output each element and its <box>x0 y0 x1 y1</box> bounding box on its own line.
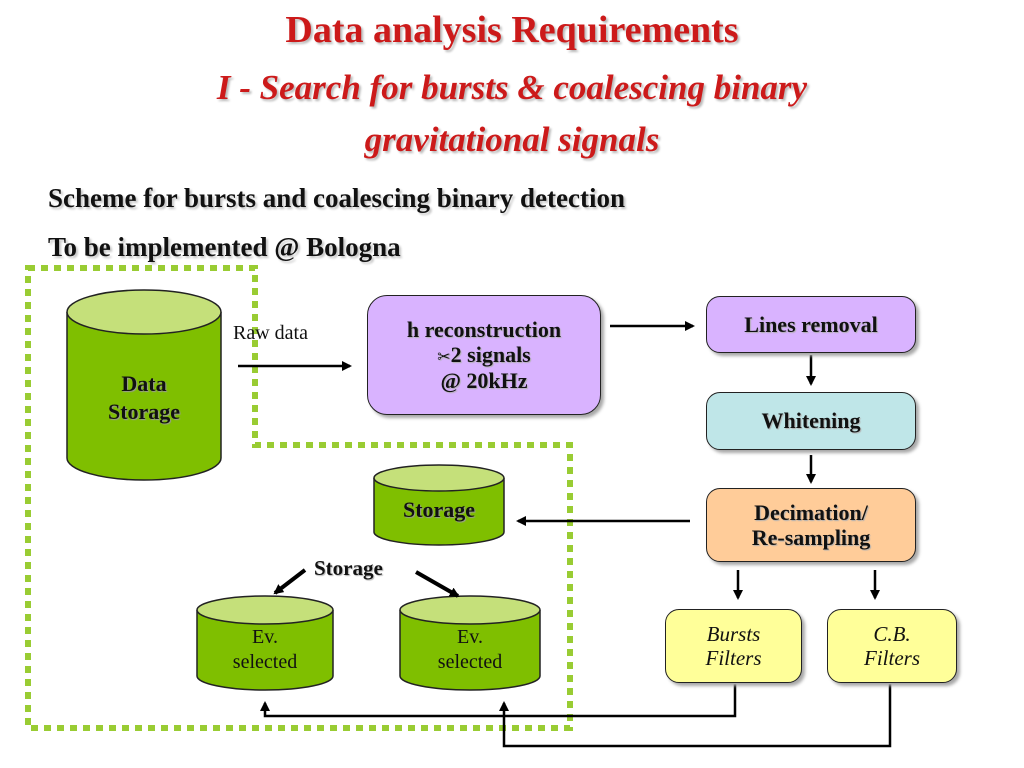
decimation-line1: Decimation/ <box>754 499 868 525</box>
data-storage-line1: Data <box>121 371 167 396</box>
ev-selected-1-label: Ev. selected <box>197 625 333 675</box>
cb-filters-line1: C.B. <box>873 621 911 646</box>
h-reconstruction-signals: 2 signals <box>450 342 531 368</box>
ev-selected-2-label: Ev. selected <box>400 625 540 675</box>
slide-subtitle-line1: I - Search for bursts & coalescing binar… <box>216 68 808 107</box>
storage-label: Storage <box>314 556 383 580</box>
whitening-box: Whitening <box>706 392 916 450</box>
slide-title: Data analysis Requirements <box>285 9 739 51</box>
cb-filters-box: C.B. Filters <box>827 609 957 683</box>
storage-cylinder <box>373 464 505 546</box>
decimation-line2: Re-sampling <box>751 525 871 550</box>
heading-implementation: To be implemented @ Bologna <box>48 232 401 262</box>
slide-subtitle-line2: gravitational signals <box>364 120 660 159</box>
bursts-filters-box: Bursts Filters <box>665 609 802 683</box>
ev-selected-2-line1: Ev. <box>457 626 483 648</box>
connector-cb-to-ev2 <box>499 684 892 748</box>
bursts-filters-line2: Filters <box>705 646 762 670</box>
ev-selected-1-line2: selected <box>232 651 298 673</box>
ev-selected-cylinder-1 <box>196 595 334 691</box>
storage-cylinder-label: Storage <box>402 497 476 522</box>
cb-filters-line2: Filters <box>864 646 920 670</box>
bursts-filters-line1: Bursts <box>706 621 761 646</box>
ev-selected-2-line2: selected <box>437 651 503 673</box>
ev-selected-1-line1: Ev. <box>252 626 278 648</box>
arrow-storage-to-ev2 <box>415 570 460 598</box>
bologna-region-border <box>25 265 573 731</box>
data-storage-cylinder <box>66 289 222 481</box>
h-reconstruction-line3: @ 20kHz <box>440 367 528 393</box>
h-reconstruction-box: h reconstruction ✂2 signals @ 20kHz <box>367 295 601 415</box>
lines-removal-box: Lines removal <box>706 296 916 353</box>
heading-scheme: Scheme for bursts and coalescing binary … <box>48 183 625 213</box>
decimation-box: Decimation/ Re-sampling <box>706 488 916 562</box>
h-reconstruction-line2: ✂2 signals <box>437 342 531 367</box>
ev-selected-cylinder-2 <box>399 595 541 691</box>
connector-bursts-to-ev1 <box>260 684 737 718</box>
raw-data-label: Raw data <box>233 322 308 344</box>
arrow-storage-to-ev1 <box>273 568 307 595</box>
scissors-icon: ✂ <box>437 347 451 367</box>
h-reconstruction-line1: h reconstruction <box>406 317 562 343</box>
data-storage-label: Data Storage <box>67 370 221 425</box>
data-storage-line2: Storage <box>107 398 181 424</box>
